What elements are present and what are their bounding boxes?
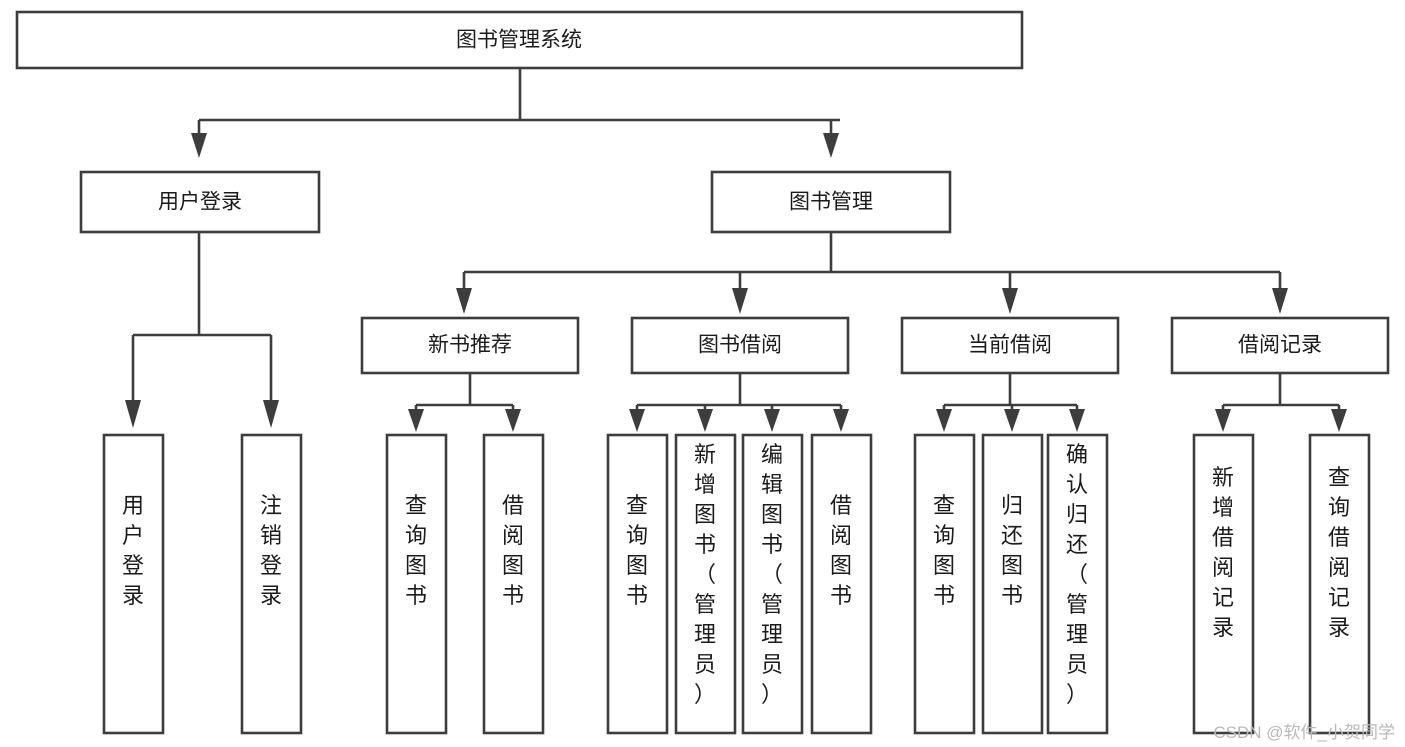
arrow-new-book-leaf-2: [505, 409, 521, 432]
leaf-edit-book-box[interactable]: [741, 433, 804, 735]
arrow-user-login-leaf-2: [263, 400, 279, 428]
node-new-book-recommend[interactable]: 新书推荐: [360, 316, 580, 375]
book-borrow-label: 图书借阅: [698, 334, 782, 357]
node-leaf-add-book[interactable]: 新增图书（管理员）: [674, 433, 737, 735]
leaf-confirm-return-box[interactable]: [1046, 433, 1109, 735]
arrow-current-borrow-leaf-2: [1004, 409, 1020, 432]
arrow-new-book-leaf-1: [408, 409, 424, 432]
node-leaf-return-book[interactable]: 归还图书: [981, 433, 1044, 735]
arrow-book-borrow-leaf-2: [697, 409, 713, 432]
borrow-record-box[interactable]: [1170, 316, 1390, 375]
node-root[interactable]: 图书管理系统: [15, 10, 1024, 70]
node-borrow-record[interactable]: 借阅记录: [1170, 316, 1390, 375]
leaf-return-book-label: 归还图书: [1001, 493, 1023, 608]
node-book-borrow[interactable]: 图书借阅: [630, 316, 850, 375]
node-leaf-add-record[interactable]: 新增借阅记录: [1192, 433, 1255, 735]
arrow-book-manage-child-3: [1002, 288, 1018, 314]
node-leaf-borrow-book-1[interactable]: 借阅图书: [482, 433, 545, 735]
csdn-watermark: CSDN @软件_小贺同学: [1213, 723, 1395, 742]
arrow-book-borrow-leaf-1: [629, 409, 645, 432]
arrow-book-manage-child-4: [1272, 288, 1288, 314]
leaf-query-book-1-label: 查询图书: [405, 493, 427, 608]
leaf-add-book-box[interactable]: [674, 433, 737, 735]
leaf-query-record-box[interactable]: [1308, 433, 1371, 735]
root-label: 图书管理系统: [456, 29, 582, 52]
node-user-login[interactable]: 用户登录: [79, 170, 321, 234]
leaf-confirm-return-label: 确认归还（管理员）: [1066, 442, 1088, 707]
leaf-query-book-3-label: 查询图书: [933, 493, 955, 608]
arrow-borrow-record-leaf-1: [1215, 409, 1231, 432]
node-current-borrow[interactable]: 当前借阅: [900, 316, 1120, 375]
arrow-user-login-leaf-1: [125, 400, 141, 428]
arrow-book-manage-child-1: [456, 288, 472, 314]
node-leaf-query-book-1[interactable]: 查询图书: [385, 433, 448, 735]
node-leaf-query-record[interactable]: 查询借阅记录: [1308, 433, 1371, 735]
book-manage-label: 图书管理: [789, 191, 873, 214]
node-leaf-confirm-return[interactable]: 确认归还（管理员）: [1046, 433, 1109, 735]
arrow-current-borrow-leaf-3: [1069, 409, 1085, 432]
leaf-user-login-box[interactable]: [102, 433, 165, 735]
arrow-borrow-record-leaf-2: [1331, 409, 1347, 432]
arrow-current-borrow-leaf-1: [936, 409, 952, 432]
leaf-borrow-book-1-box[interactable]: [482, 433, 545, 735]
leaf-borrow-book-2-box[interactable]: [810, 433, 873, 735]
current-borrow-label: 当前借阅: [968, 334, 1052, 357]
node-leaf-edit-book[interactable]: 编辑图书（管理员）: [741, 433, 804, 735]
leaf-query-book-2-label: 查询图书: [626, 493, 648, 608]
arrow-book-borrow-leaf-4: [833, 409, 849, 432]
node-leaf-query-book-2[interactable]: 查询图书: [606, 433, 669, 735]
leaf-query-book-1-box[interactable]: [385, 433, 448, 735]
borrow-record-label: 借阅记录: [1238, 334, 1322, 357]
connector-layer: [125, 68, 1347, 432]
book-manage-box[interactable]: [710, 170, 952, 234]
arrow-root-to-user-login: [191, 133, 207, 158]
new-book-recommend-box[interactable]: [360, 316, 580, 375]
leaf-query-book-2-box[interactable]: [606, 433, 669, 735]
leaf-user-login-label: 用户登录: [122, 493, 144, 608]
new-book-recommend-label: 新书推荐: [428, 334, 512, 357]
arrow-root-to-book-manage: [823, 133, 839, 158]
node-book-manage[interactable]: 图书管理: [710, 170, 952, 234]
leaf-return-book-box[interactable]: [981, 433, 1044, 735]
node-leaf-borrow-book-2[interactable]: 借阅图书: [810, 433, 873, 735]
arrow-book-borrow-leaf-3: [764, 409, 780, 432]
leaf-logout-login-label: 注销登录: [260, 493, 282, 608]
arrow-book-manage-child-2: [732, 288, 748, 314]
leaf-borrow-book-1-label: 借阅图书: [502, 493, 524, 608]
leaf-edit-book-label: 编辑图书（管理员）: [761, 442, 783, 707]
current-borrow-box[interactable]: [900, 316, 1120, 375]
leaf-logout-login-box[interactable]: [240, 433, 303, 735]
leaf-query-book-3-box[interactable]: [913, 433, 976, 735]
root-box[interactable]: [15, 10, 1024, 70]
node-leaf-query-book-3[interactable]: 查询图书: [913, 433, 976, 735]
node-leaf-logout-login[interactable]: 注销登录: [240, 433, 303, 735]
leaf-borrow-book-2-label: 借阅图书: [830, 493, 852, 608]
node-leaf-user-login[interactable]: 用户登录: [102, 433, 165, 735]
leaf-add-book-label: 新增图书（管理员）: [694, 442, 716, 707]
user-login-label: 用户登录: [158, 191, 242, 214]
book-borrow-box[interactable]: [630, 316, 850, 375]
user-login-box[interactable]: [79, 170, 321, 234]
leaf-add-record-label: 新增借阅记录: [1212, 465, 1234, 640]
leaf-add-record-box[interactable]: [1192, 433, 1255, 735]
leaf-query-record-label: 查询借阅记录: [1328, 465, 1350, 640]
